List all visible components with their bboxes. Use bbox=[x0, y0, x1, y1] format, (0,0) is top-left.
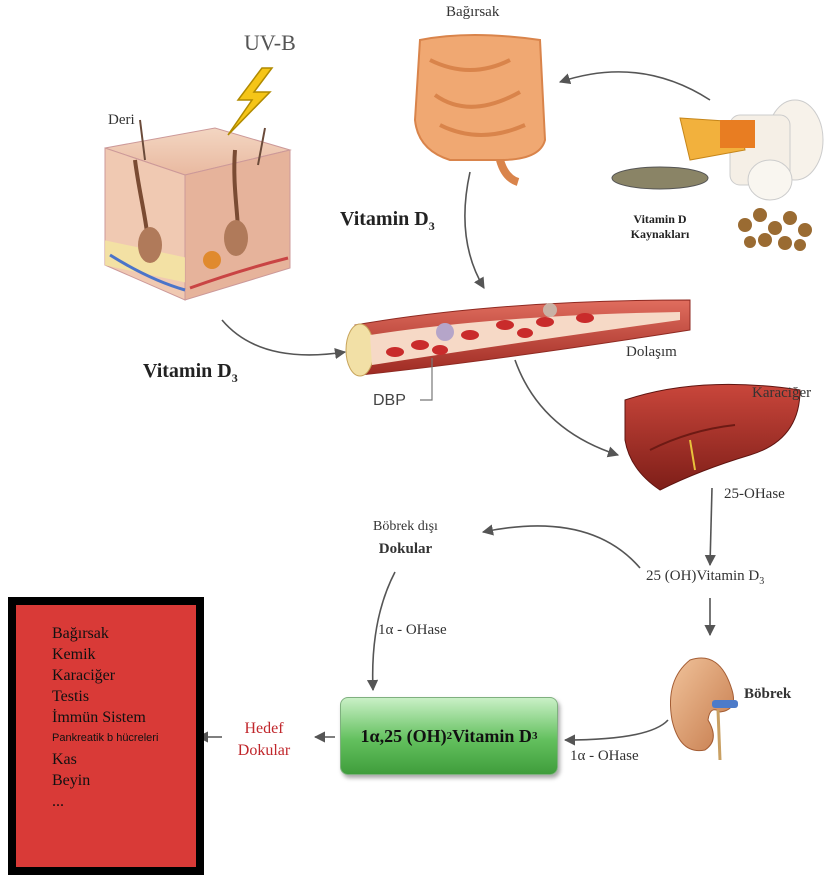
list-item: Beyin bbox=[52, 770, 196, 791]
blood-vessel-illustration bbox=[346, 300, 690, 376]
arrow-skin-to-vessel bbox=[222, 320, 345, 355]
vitamin-d3-skin-sub: 3 bbox=[232, 371, 238, 385]
extrarenal-line2: Dokular bbox=[373, 538, 438, 560]
25oh-vitamin-d3-main: 25 (OH)Vitamin D bbox=[646, 568, 759, 584]
1a-ohase-left-label: 1α - OHase bbox=[378, 622, 447, 639]
vitamin-d3-intestine-label: Vitamin D3 bbox=[340, 208, 435, 234]
calcitriol-part2: Vitamin D bbox=[452, 726, 532, 747]
list-item: İmmün Sistem bbox=[52, 707, 196, 728]
25-ohase-label: 25-OHase bbox=[724, 486, 785, 503]
list-item: Kas bbox=[52, 749, 196, 770]
vitamin-d3-skin-main: Vitamin D bbox=[143, 360, 232, 382]
uvb-label: UV-B bbox=[244, 30, 296, 56]
vitamin-d-sources-line1: Vitamin D bbox=[618, 212, 702, 227]
circulation-label: Dolaşım bbox=[626, 344, 677, 361]
arrow-liver-to-25oh bbox=[710, 488, 712, 565]
calcitriol-part1: 1α,25 (OH) bbox=[361, 726, 447, 747]
list-item: Pankreatik b hücreleri bbox=[52, 728, 196, 749]
target-tissues-list: Bağırsak Kemik Karaciğer Testis İmmün Si… bbox=[16, 605, 196, 812]
list-item: ... bbox=[52, 791, 196, 812]
skin-illustration bbox=[105, 120, 290, 300]
arrow-kidney-to-final bbox=[565, 720, 668, 740]
skin-label: Deri bbox=[108, 112, 135, 129]
target-tissues-label: Hedef Dokular bbox=[228, 718, 300, 762]
25oh-vitamin-d3-sub: 3 bbox=[759, 576, 764, 587]
lightning-bolt-icon bbox=[228, 68, 272, 135]
intestine-illustration bbox=[415, 35, 545, 182]
vitamin-d-sources-line2: Kaynakları bbox=[618, 227, 702, 242]
liver-label: Karaciğer bbox=[752, 385, 811, 402]
arrow-vessel-to-liver bbox=[515, 360, 618, 455]
target-tissues-line1: Hedef bbox=[228, 718, 300, 740]
vitamin-d3-skin-label: Vitamin D3 bbox=[143, 360, 238, 386]
list-item: Karaciğer bbox=[52, 665, 196, 686]
kidney-label: Böbrek bbox=[744, 686, 791, 703]
list-item: Kemik bbox=[52, 644, 196, 665]
dbp-label: DBP bbox=[373, 392, 406, 410]
vitamin-d-sources-label: Vitamin D Kaynakları bbox=[618, 212, 702, 242]
25oh-vitamin-d3-label: 25 (OH)Vitamin D3 bbox=[646, 568, 764, 587]
arrow-intestine-to-vessel bbox=[465, 172, 484, 288]
1a-ohase-right-label: 1α - OHase bbox=[570, 748, 639, 765]
list-item: Bağırsak bbox=[52, 623, 196, 644]
arrow-25oh-to-extrarenal bbox=[483, 526, 640, 568]
list-item: Testis bbox=[52, 686, 196, 707]
calcitriol-sub2: 3 bbox=[532, 730, 538, 742]
vitamin-d3-intestine-main: Vitamin D bbox=[340, 208, 429, 230]
extrarenal-line1: Böbrek dışı bbox=[373, 516, 438, 538]
target-tissues-line2: Dokular bbox=[228, 740, 300, 762]
target-tissues-box: Bağırsak Kemik Karaciğer Testis İmmün Si… bbox=[8, 597, 204, 875]
intestine-label: Bağırsak bbox=[446, 4, 499, 21]
arrow-food-to-intestine bbox=[560, 72, 710, 100]
vitamin-d3-intestine-sub: 3 bbox=[429, 219, 435, 233]
extrarenal-tissues-label: Böbrek dışı Dokular bbox=[373, 516, 438, 560]
kidney-illustration bbox=[670, 658, 738, 760]
